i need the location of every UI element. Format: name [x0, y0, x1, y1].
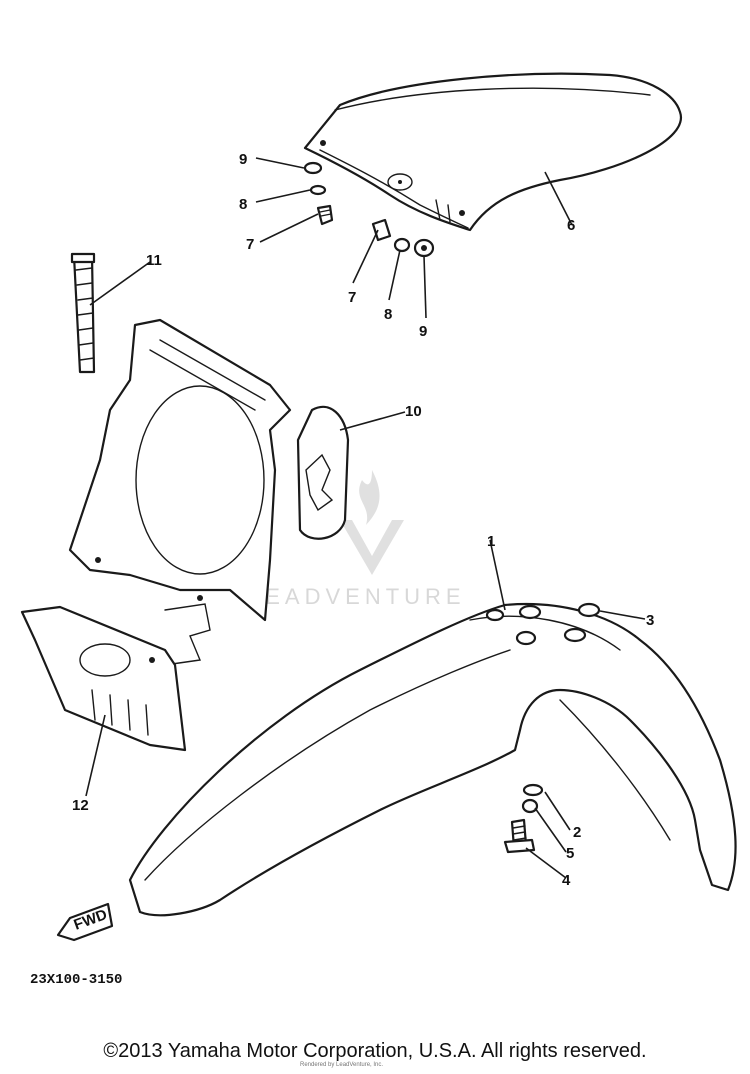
- callout-5: 5: [566, 845, 574, 862]
- callout-9-upper: 9: [239, 151, 247, 168]
- callout-12: 12: [72, 797, 89, 814]
- callout-9-lower: 9: [419, 323, 427, 340]
- leader-lines: [85, 157, 646, 879]
- fwd-arrow: FWD: [56, 902, 114, 942]
- callout-6: 6: [567, 217, 575, 234]
- part-12-bracket: [20, 605, 187, 752]
- callout-1: 1: [487, 533, 495, 550]
- copyright-notice: ©2013 Yamaha Motor Corporation, U.S.A. A…: [103, 1040, 647, 1062]
- callout-11: 11: [146, 252, 162, 269]
- center-plate: [68, 318, 292, 666]
- callout-4: 4: [562, 872, 571, 889]
- hardware-upper: [303, 161, 334, 226]
- hardware-fender: [503, 783, 544, 854]
- callout-10: 10: [405, 403, 422, 420]
- leadventure-watermark: LEADVENTURE: [248, 470, 466, 609]
- diagram-code: 23X100-3150: [30, 972, 122, 988]
- part-10-plate: [296, 405, 350, 540]
- part-11-strap: [70, 252, 96, 374]
- callout-2: 2: [573, 824, 581, 841]
- callouts: 9 8 7 7 8 9 6 11 10 1 3 2 5 4 12: [72, 151, 654, 889]
- callout-3: 3: [646, 612, 654, 629]
- small-credit: Rendered by LeadVenture, Inc.: [300, 1062, 383, 1068]
- part-6-fender: [303, 72, 683, 232]
- part-3-washer: [577, 602, 601, 618]
- hardware-lower: [371, 218, 435, 258]
- part-1-front-fender: [128, 602, 737, 917]
- callout-7-upper: 7: [246, 236, 254, 253]
- callout-8-lower: 8: [384, 306, 392, 323]
- watermark-text: LEADVENTURE: [248, 584, 466, 609]
- callout-7-lower: 7: [348, 289, 356, 306]
- callout-8-upper: 8: [239, 196, 247, 213]
